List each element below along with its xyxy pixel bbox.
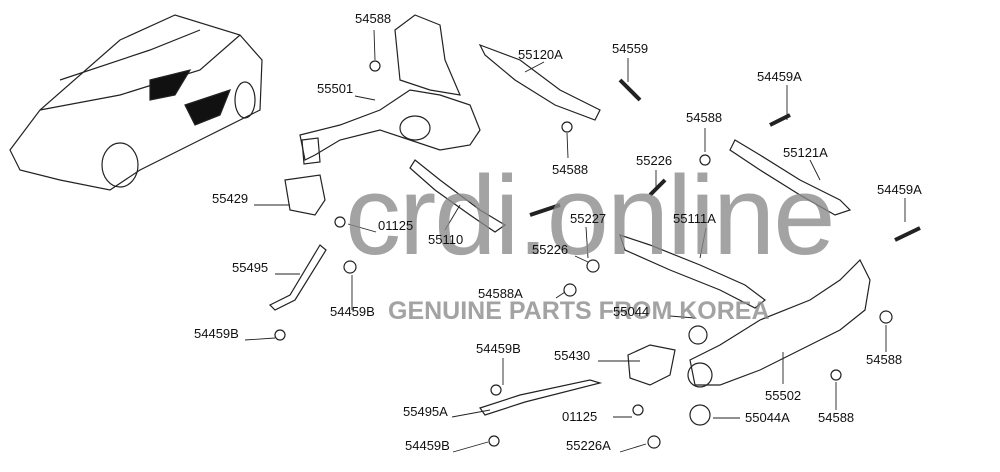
part-label: 54459B (476, 341, 521, 356)
part-label: 55111A (673, 211, 716, 226)
part-label: 55226A (566, 438, 611, 453)
lower-arm-55110 (409, 159, 507, 233)
subframe (299, 14, 481, 165)
bracket-55429 (284, 174, 326, 216)
link-55495a (479, 379, 603, 416)
part-label: 01125 (378, 218, 414, 233)
part-label: 55495A (403, 404, 448, 419)
watermark-logo: crdi.online (345, 153, 836, 278)
part-label: 54588 (355, 11, 392, 26)
part-label: 54459B (194, 326, 239, 341)
part-label: 55044 (613, 304, 650, 319)
watermark-tagline: GENUINE PARTS FROM KOREA (388, 297, 770, 325)
part-label: 55502 (765, 388, 802, 403)
knuckle-55502 (689, 258, 871, 386)
fasteners (274, 60, 921, 449)
part-label: 55227 (570, 211, 607, 226)
part-label: 54459B (330, 304, 375, 319)
part-label: 55501 (317, 81, 354, 96)
part-label: 54588A (478, 286, 523, 301)
part-label: 54459B (405, 438, 450, 453)
lower-arm-55111a (619, 234, 766, 309)
part-label: 54588 (552, 162, 589, 177)
bracket-55430 (627, 344, 676, 386)
part-label: 55226 (636, 153, 673, 168)
part-label: 54459A (757, 69, 802, 84)
part-label: 55120A (518, 47, 563, 62)
part-label: 54588 (818, 410, 855, 425)
car-illustration (9, 14, 263, 191)
leader-lines (244, 29, 906, 453)
part-label: 55495 (232, 260, 269, 275)
part-label: 55429 (212, 191, 249, 206)
part-label: 01125 (562, 409, 598, 424)
part-label: 54459A (877, 182, 922, 197)
upper-arm-55120a (478, 43, 601, 121)
part-label: 55110 (428, 232, 464, 247)
upper-arm-55121a (729, 139, 852, 216)
part-label: 55226 (532, 242, 569, 257)
part-label: 55430 (554, 348, 591, 363)
part-label: 54588 (866, 352, 903, 367)
part-label: 54559 (612, 41, 649, 56)
part-label: 55044A (745, 410, 790, 425)
link-55495 (268, 244, 327, 311)
part-label: 55121A (783, 145, 828, 160)
part-label: 54588 (686, 110, 723, 125)
